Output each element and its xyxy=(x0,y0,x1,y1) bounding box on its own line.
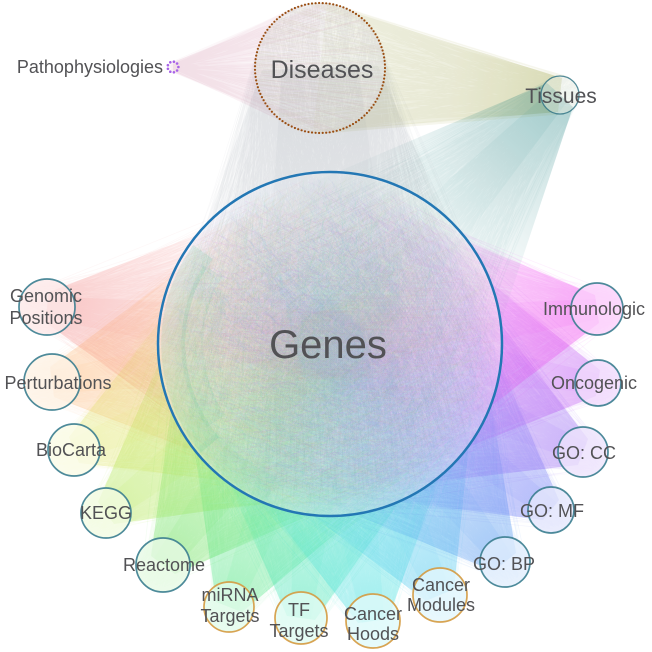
svg-text:TF: TF xyxy=(288,600,310,620)
svg-text:GO: BP: GO: BP xyxy=(473,554,535,574)
svg-text:Targets: Targets xyxy=(200,606,259,626)
svg-text:Immunologic: Immunologic xyxy=(543,299,645,319)
svg-text:Genes: Genes xyxy=(269,323,387,367)
svg-text:BioCarta: BioCarta xyxy=(36,440,107,460)
svg-text:Diseases: Diseases xyxy=(271,56,374,84)
svg-text:Pathophysiologies: Pathophysiologies xyxy=(17,57,163,77)
svg-text:Hoods: Hoods xyxy=(347,624,399,644)
svg-text:GO: CC: GO: CC xyxy=(552,443,616,463)
svg-text:Targets: Targets xyxy=(269,621,328,641)
svg-text:Oncogenic: Oncogenic xyxy=(551,373,637,393)
svg-text:Positions: Positions xyxy=(9,308,82,328)
svg-text:KEGG: KEGG xyxy=(80,503,132,523)
svg-text:Perturbations: Perturbations xyxy=(4,373,111,393)
svg-text:Reactome: Reactome xyxy=(123,555,205,575)
svg-text:Cancer: Cancer xyxy=(412,575,470,595)
svg-text:Genomic: Genomic xyxy=(10,286,82,306)
svg-text:Cancer: Cancer xyxy=(344,604,402,624)
svg-text:miRNA: miRNA xyxy=(202,585,259,605)
svg-text:Tissues: Tissues xyxy=(525,85,597,108)
svg-text:GO: MF: GO: MF xyxy=(520,501,584,521)
svg-text:Modules: Modules xyxy=(407,595,475,615)
